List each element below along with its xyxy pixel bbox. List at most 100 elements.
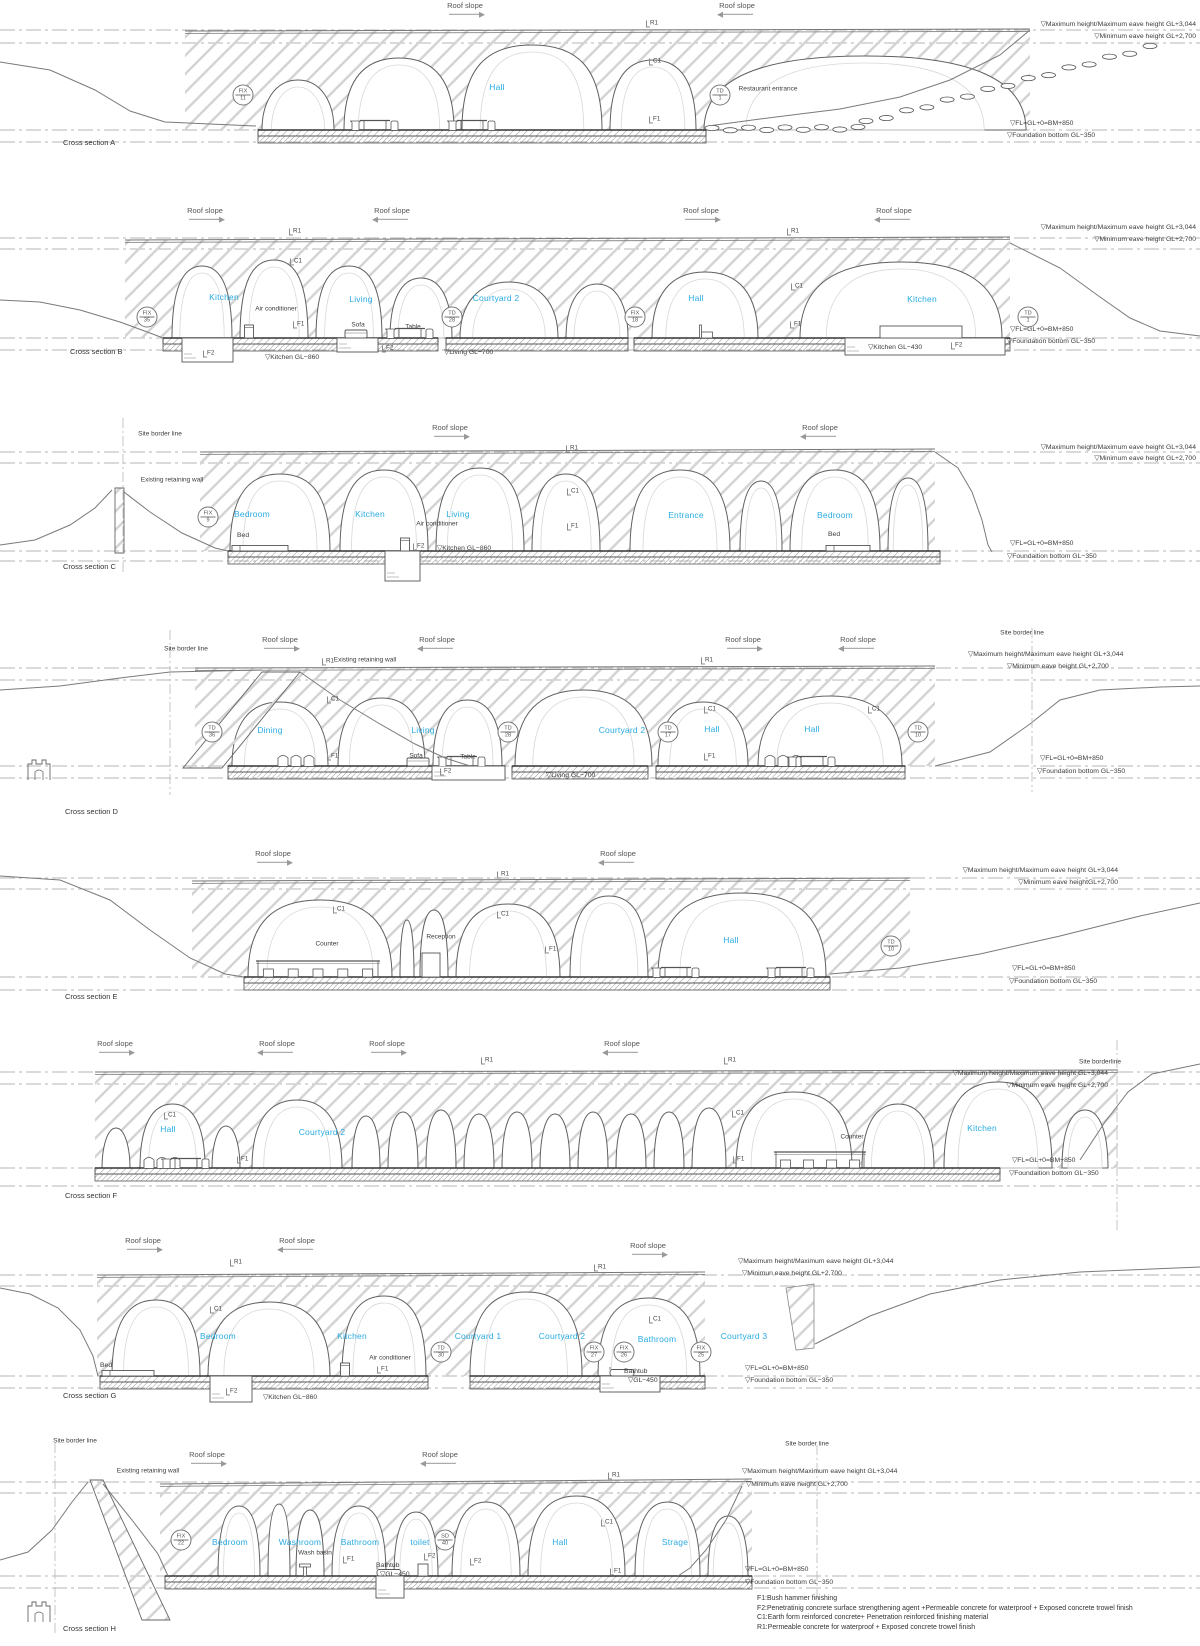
roof-slope-label: Roof slope [372, 206, 410, 223]
annotation-c1: C1 [868, 705, 880, 714]
annotation-c1: C1 [333, 905, 345, 914]
annotation-f2: F2 [382, 344, 393, 353]
annotation-c1: C1 [210, 1305, 222, 1314]
annotation-maximum-height-maximum-eave-heig: ▽Maximum height/Maximum eave height GL+3… [962, 867, 1118, 875]
annotation-c1: C1 [649, 1315, 661, 1324]
roof-slope-text: Roof slope [97, 1038, 133, 1048]
annotation-existing-retaining-wall: Existing retaining wall [116, 1467, 180, 1475]
slope-arrow-icon [683, 216, 721, 223]
annotation-minimum-eave-height-gl-2-700: ▽Minimum eave height GL+2,700 [746, 1481, 848, 1489]
annotation-kitchen-gl-430: ▽Kitchen GL−430 [868, 344, 923, 352]
annotation-gl-450: ▽GL−450 [628, 1377, 658, 1385]
annotation-r1: R1 [594, 1263, 606, 1272]
annotation-fl-gl-0-bm-850: ▽FL=GL+0=BM+850 [745, 1566, 809, 1574]
annotation-c1: C1 [601, 1518, 613, 1527]
annotation-kitchen-gl-860: ▽Kitchen GL−860 [437, 545, 492, 553]
slope-arrow-icon [717, 11, 755, 18]
room-label-hall: Hall [723, 935, 739, 946]
room-label-bedroom: Bedroom [212, 1537, 248, 1548]
slope-arrow-icon [874, 216, 912, 223]
annotation-foundation-bottom-gl-350: ▽Foundation bottom GL−350 [1007, 132, 1096, 140]
roof-slope-text: Roof slope [447, 0, 483, 10]
room-label-courtyard-2: Courtyard 2 [598, 725, 646, 736]
roof-slope-text: Roof slope [187, 205, 223, 215]
slope-arrow-icon [417, 645, 455, 652]
room-label-living: Living [411, 725, 435, 736]
annotation-counter: Counter [315, 940, 339, 948]
annotation-c1: C1 [567, 487, 579, 496]
slope-arrow-icon [725, 645, 763, 652]
marker-type: FIX [616, 1345, 632, 1353]
annotation-foundation-bottom-gl-350: ▽Foundation bottom GL−350 [1009, 978, 1098, 986]
annotation-fl-gl-0-bm-850: ▽FL=GL+0=BM+850 [1010, 540, 1074, 548]
section-B-drawing [0, 236, 1200, 363]
annotation-f2: F2 [470, 1557, 481, 1566]
room-label-kitchen: Kitchen [209, 292, 239, 303]
annotation-living-gl-700: ▽Living GL−700 [444, 349, 494, 357]
annotation-maximum-height-maximum-eave-heig: ▽Maximum height/Maximum eave height GL+3… [952, 1070, 1108, 1078]
annotation-maximum-height-maximum-eave-heig: ▽Maximum height/Maximum eave height GL+3… [968, 651, 1124, 659]
marker-type: TD [883, 939, 899, 947]
legend-line-4: R1:Permeable concrete for waterproof + E… [757, 1623, 976, 1631]
room-label-toilet: toilet [410, 1537, 430, 1548]
room-label-hall: Hall [704, 724, 720, 735]
marker-type: FIX [173, 1533, 189, 1541]
roof-slope-label: Roof slope [602, 1038, 640, 1056]
annotation-f1: F1 [733, 1155, 744, 1164]
room-label-bathroom: Bathroom [340, 1537, 380, 1548]
marker-number: 30 [437, 1352, 445, 1359]
section-F-drawing [0, 1040, 1200, 1230]
annotation-c1: C1 [732, 1109, 744, 1118]
slope-arrow-icon [602, 1049, 640, 1056]
marker-number: 17 [664, 732, 672, 739]
marker-type: TD [433, 1345, 449, 1353]
annotation-f1: F1 [567, 522, 578, 531]
annotation-maximum-height-maximum-eave-heig: ▽Maximum height/Maximum eave height GL+3… [1040, 21, 1196, 29]
section-name-d: Cross section D [65, 806, 118, 816]
annotation-r1: R1 [566, 444, 578, 453]
slope-arrow-icon [277, 1246, 315, 1253]
annotation-c1: C1 [327, 695, 339, 704]
slope-arrow-icon [447, 11, 485, 18]
slope-arrow-icon [598, 859, 636, 866]
roof-slope-text: Roof slope [683, 205, 719, 215]
annotation-r1: R1 [230, 1258, 242, 1267]
section-name-e: Cross section E [65, 991, 118, 1001]
slope-arrow-icon [630, 1251, 668, 1258]
roof-slope-label: Roof slope [800, 423, 838, 440]
annotation-foundation-bottom-gl-350: ▽Foundation bottom GL−350 [745, 1579, 834, 1587]
marker-number: 35 [143, 317, 151, 324]
roof-slope-text: Roof slope [719, 0, 755, 10]
marker-type: FIX [693, 1345, 709, 1353]
roof-slope-text: Roof slope [279, 1235, 315, 1245]
roof-slope-text: Roof slope [259, 1038, 295, 1048]
annotation-fl-gl-0-bm-850: ▽FL=GL+0=BM+850 [1012, 965, 1076, 973]
roof-slope-text: Roof slope [255, 848, 291, 858]
annotation-f2: F2 [440, 767, 451, 776]
roof-slope-text: Roof slope [630, 1240, 666, 1250]
room-label-kitchen: Kitchen [967, 1123, 997, 1134]
annotation-air-conditioner: Air conditioner [416, 520, 458, 528]
annotation-site-border-line: Site border line [138, 430, 182, 438]
annotation-minimum-eave-height-gl-2-700: ▽Minimum eave height GL+2,700 [1094, 33, 1196, 41]
roof-slope-text: Roof slope [604, 1038, 640, 1048]
marker-number: 10 [914, 732, 922, 739]
marker-type: TD [660, 725, 676, 733]
annotation-table: Table [460, 753, 476, 761]
annotation-bathtub: Bathtub [624, 1368, 648, 1376]
annotation-air-conditioner: Air conditioner [369, 1354, 411, 1362]
room-label-entrance: Entrance [668, 510, 704, 521]
annotation-site-border-line: Site border line [1000, 629, 1044, 637]
slope-arrow-icon [838, 645, 876, 652]
annotation-reception: Reception [426, 933, 456, 941]
room-label-dining: Dining [257, 725, 283, 736]
annotation-fl-gl-0-bm-850: ▽FL=GL+0=BM+850 [1012, 1157, 1076, 1165]
annotation-living-gl-700: ▽Living GL−700 [546, 772, 596, 780]
annotation-minimum-eave-height-gl-2-700: ▽Minimum eave height GL+2,700 [1094, 455, 1196, 463]
annotation-minimum-eave-heightgl-2-700: ▽Minimum eave heightGL+2,700 [1018, 879, 1118, 887]
marker-type: FIX [235, 88, 251, 96]
slope-arrow-icon [432, 433, 470, 440]
